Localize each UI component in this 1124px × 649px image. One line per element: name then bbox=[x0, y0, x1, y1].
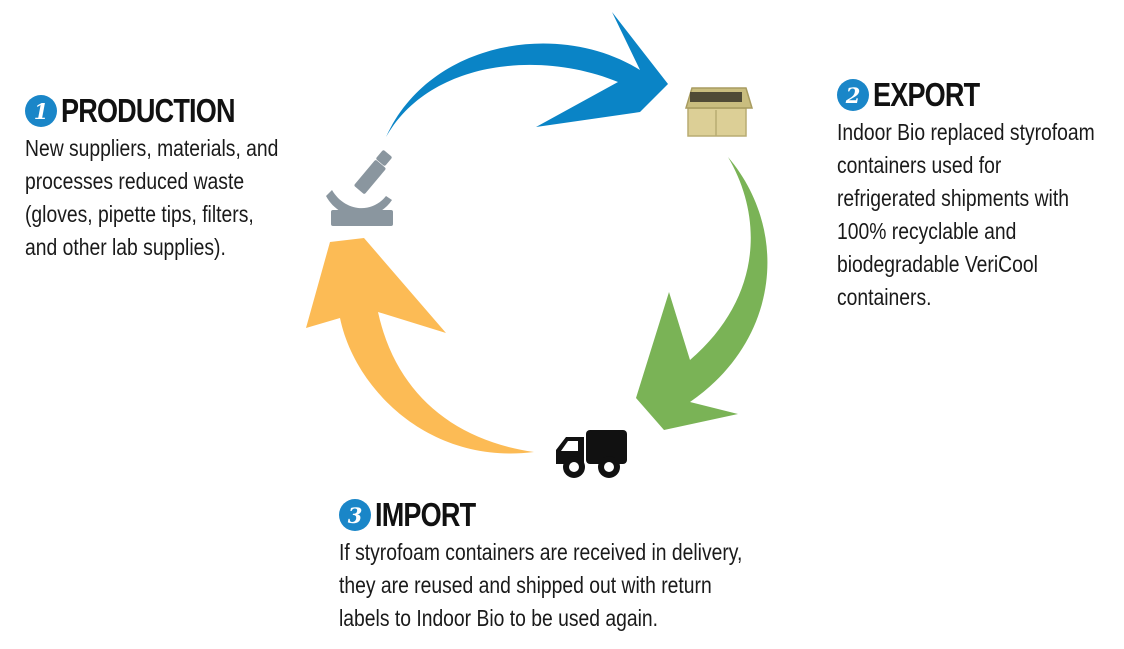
open-box-icon bbox=[684, 87, 754, 137]
step-description: New suppliers, materials, and processes … bbox=[25, 132, 278, 264]
step-production: 1 PRODUCTION New suppliers, materials, a… bbox=[25, 92, 327, 264]
description-line: New suppliers, materials, and bbox=[25, 135, 279, 161]
arrow-import-to-production bbox=[306, 238, 534, 454]
description-line: refrigerated shipments with bbox=[837, 185, 1069, 211]
description-line: biodegradable VeriCool bbox=[837, 251, 1038, 277]
description-line: and other lab supplies). bbox=[25, 234, 226, 260]
step-title: IMPORT bbox=[375, 496, 476, 533]
description-line: (gloves, pipette tips, filters, bbox=[25, 201, 254, 227]
step-number-badge: 1 bbox=[25, 95, 57, 127]
step-title: PRODUCTION bbox=[61, 92, 236, 129]
step-number-badge: 3 bbox=[339, 499, 371, 531]
description-line: containers used for bbox=[837, 152, 1002, 178]
microscope-icon bbox=[326, 150, 393, 226]
description-line: 100% recyclable and bbox=[837, 218, 1017, 244]
step-number-badge: 2 bbox=[837, 79, 869, 111]
description-line: containers. bbox=[837, 284, 932, 310]
description-line: Indoor Bio replaced styrofoam bbox=[837, 119, 1095, 145]
step-description: Indoor Bio replaced styrofoam containers… bbox=[837, 116, 1095, 314]
delivery-truck-icon bbox=[556, 430, 627, 478]
step-import-heading: 3 IMPORT bbox=[339, 496, 819, 534]
description-line: labels to Indoor Bio to be used again. bbox=[339, 605, 659, 631]
step-export-heading: 2 EXPORT bbox=[837, 76, 1124, 114]
description-line: If styrofoam containers are received in … bbox=[339, 539, 743, 565]
description-line: they are reused and shipped out with ret… bbox=[339, 572, 712, 598]
step-export: 2 EXPORT Indoor Bio replaced styrofoam c… bbox=[837, 76, 1124, 314]
arrow-production-to-export bbox=[386, 12, 668, 137]
step-title: EXPORT bbox=[873, 76, 980, 113]
arrow-export-to-import bbox=[636, 157, 768, 430]
description-line: processes reduced waste bbox=[25, 168, 245, 194]
step-description: If styrofoam containers are received in … bbox=[339, 536, 742, 635]
step-import: 3 IMPORT If styrofoam containers are rec… bbox=[339, 496, 819, 635]
step-production-heading: 1 PRODUCTION bbox=[25, 92, 327, 130]
